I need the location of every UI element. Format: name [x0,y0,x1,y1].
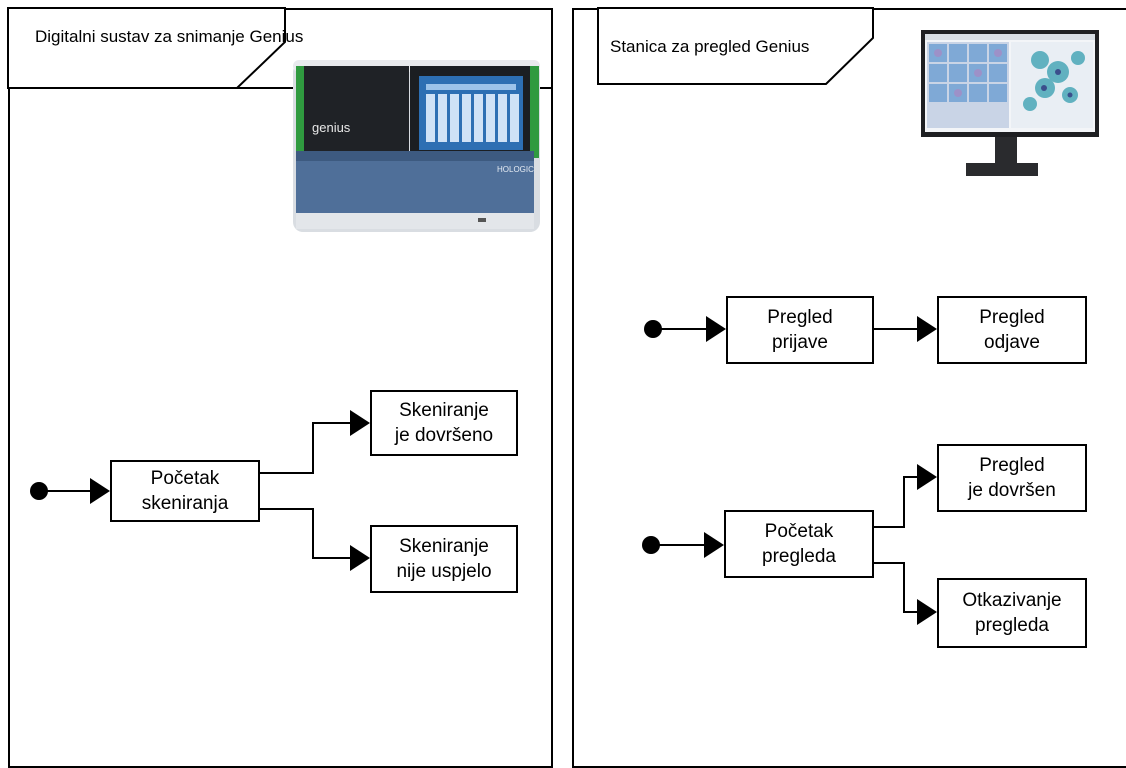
right-swimlane [572,8,1126,768]
right-panel-title: Stanica za pregled Genius [610,37,810,56]
left-title-tab [7,7,286,89]
scan-failed-node: Skeniranje nije uspjelo [370,525,518,593]
left-arrowhead-complete [350,410,370,436]
left-arrowhead-failed [350,545,370,571]
review-start-node: Početak pregleda [724,510,874,578]
review-logout-node: Pregled odjave [937,296,1087,364]
left-arrowhead-start [90,478,110,504]
review-login-node: Pregled prijave [726,296,874,364]
genius-logo-text: genius [312,120,351,135]
review-complete-node: Pregled je dovršen [937,444,1087,512]
review-cancel-node: Otkazivanje pregleda [937,578,1087,648]
genius-imager-image: genius HOLOGIC [293,60,540,232]
scan-complete-node: Skeniranje je dovršeno [370,390,518,456]
hologic-logo-text: HOLOGIC [497,165,534,174]
left-panel-title: Digitalni sustav za snimanje Genius [35,27,304,46]
scan-start-node: Početak skeniranja [110,460,260,522]
